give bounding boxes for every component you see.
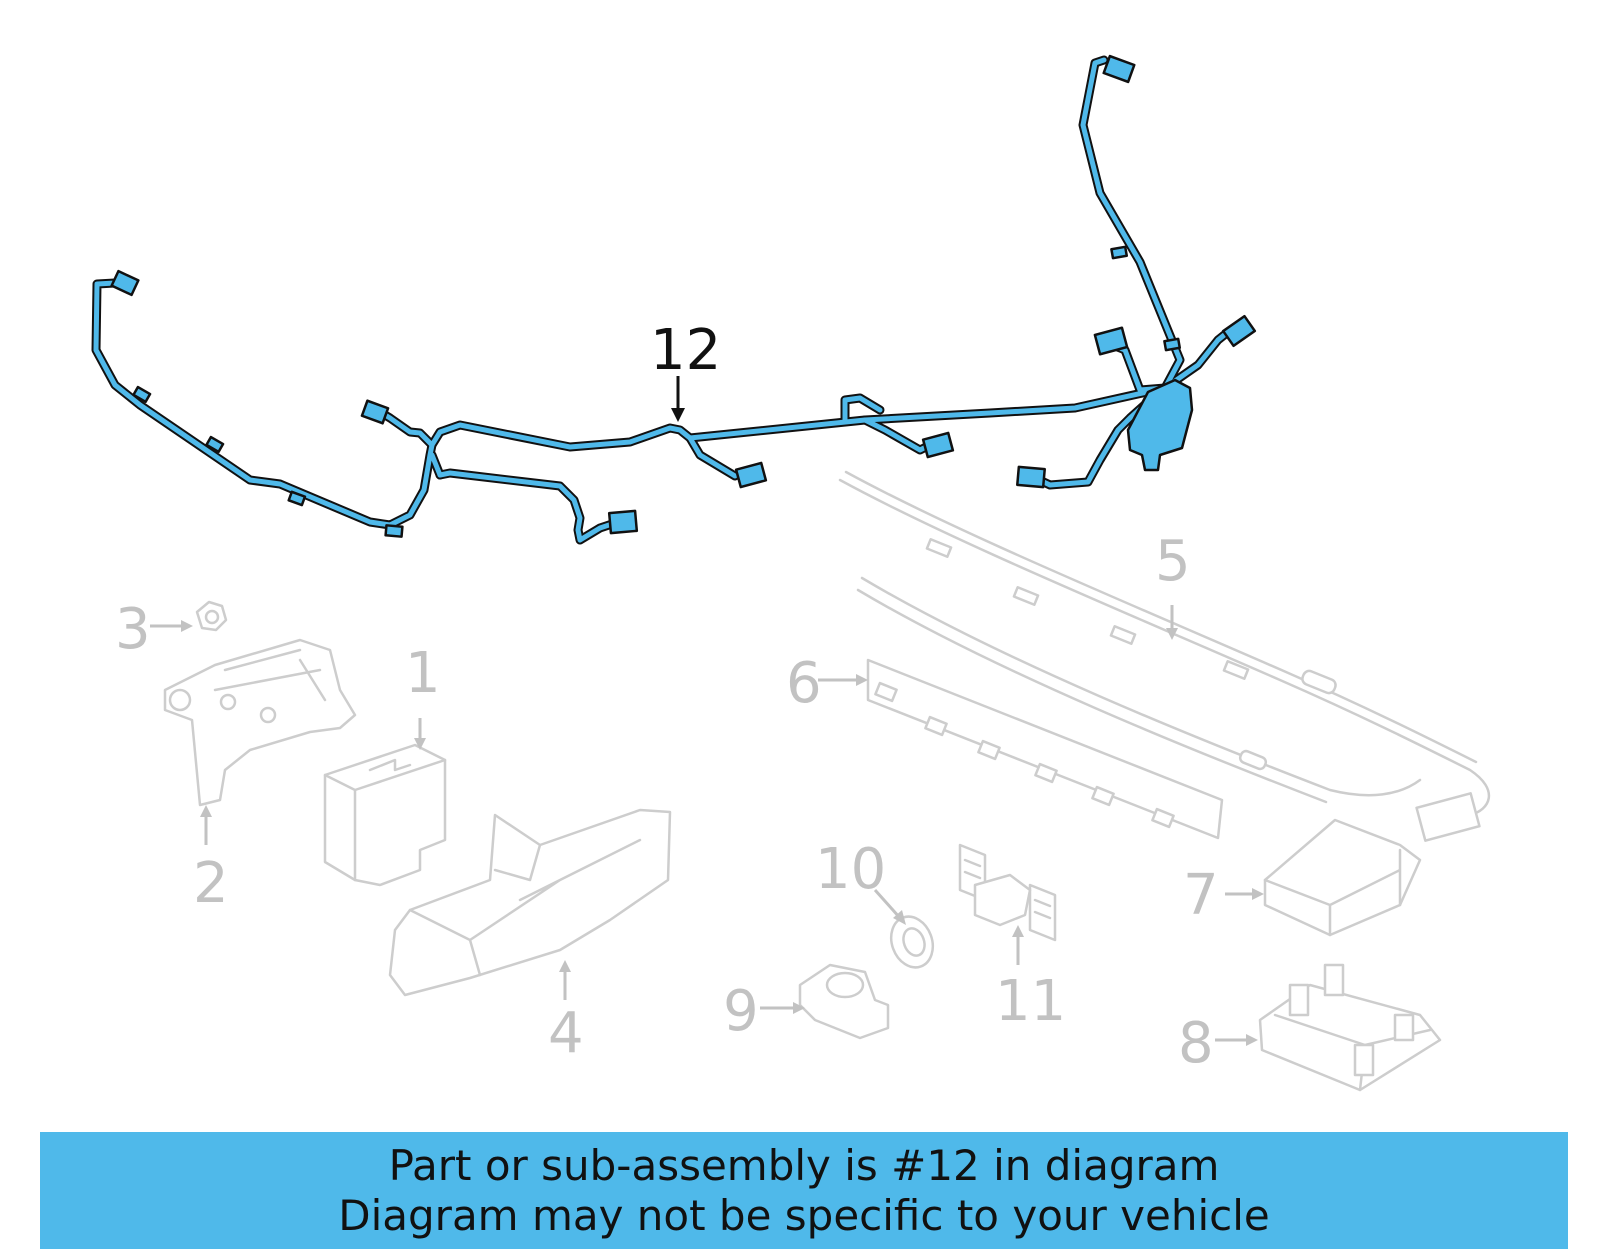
- banner-line-2: Diagram may not be specific to your vehi…: [338, 1190, 1270, 1240]
- harness-connector: [734, 461, 768, 489]
- harness-connector: [607, 509, 639, 535]
- part-2-bracket: [163, 638, 357, 807]
- harness-connector: [1221, 314, 1257, 348]
- part-3-nut: [195, 600, 228, 632]
- part-11-clip: [958, 843, 1057, 942]
- callout-6: 6: [786, 651, 822, 716]
- part-9-sensor: [798, 963, 890, 1040]
- harness-connector: [1093, 326, 1129, 356]
- harness-connector: [360, 399, 390, 425]
- callout-labels: 3 1 2 4 5 6 7 8 9 10 11: [115, 529, 1219, 1076]
- harness-junction-block: [1126, 378, 1194, 472]
- part-5-wire-harness: [838, 470, 1491, 842]
- callout-7: 7: [1183, 863, 1219, 928]
- callout-arrows: [150, 605, 1264, 1046]
- callout-2: 2: [193, 851, 229, 916]
- callout-11: 11: [995, 969, 1066, 1034]
- part-7-module: [1263, 818, 1422, 937]
- part-1-module: [323, 743, 447, 887]
- callout-9: 9: [723, 979, 759, 1044]
- harness-connector: [921, 431, 955, 459]
- callout-1: 1: [405, 641, 441, 706]
- callout-5: 5: [1155, 529, 1191, 594]
- callout-10: 10: [815, 837, 886, 902]
- callout-3: 3: [115, 597, 151, 662]
- callout-8: 8: [1178, 1011, 1214, 1076]
- part-10-grommet: [889, 915, 935, 969]
- harness-connector: [1016, 465, 1046, 489]
- callout-4: 4: [548, 1001, 584, 1066]
- harness-connector: [1102, 54, 1136, 84]
- part-6-bracket-strip: [856, 576, 1422, 840]
- part-4-bracket: [388, 808, 672, 997]
- banner-line-1: Part or sub-assembly is #12 in diagram: [388, 1140, 1220, 1190]
- part-8-tray: [1258, 963, 1442, 1092]
- callout-12: 12: [650, 318, 721, 383]
- info-banner: Part or sub-assembly is #12 in diagram D…: [40, 1132, 1568, 1249]
- harness-connector: [110, 269, 140, 297]
- part-12-wire-harness: 12: [91, 54, 1257, 545]
